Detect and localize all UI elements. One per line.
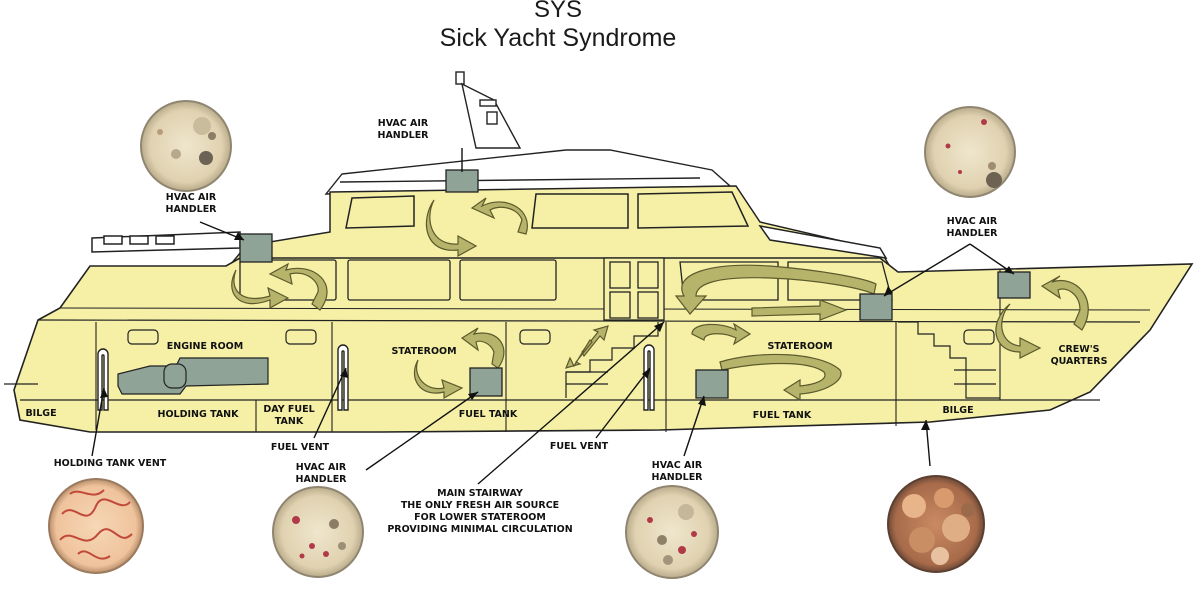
label-stateroom-2: STATEROOM [767, 341, 833, 352]
air-handler-icon [859, 293, 893, 321]
air-handler-icon [997, 271, 1031, 299]
label-fuel-vent-1: FUEL VENT [270, 442, 330, 453]
petri-dish-icon [924, 106, 1016, 198]
leader-lines [91, 148, 1015, 485]
label-hvac-lower-1: HVAC AIR HANDLER [295, 462, 347, 485]
air-handlers [239, 169, 1031, 399]
air-handler-icon [445, 169, 479, 193]
label-day-fuel-tank: DAY FUEL TANK [263, 404, 315, 427]
label-bilge-aft: BILGE [25, 408, 57, 419]
label-main-stairway: MAIN STAIRWAY THE ONLY FRESH AIR SOURCE … [387, 488, 573, 535]
label-hvac-lower-2: HVAC AIR HANDLER [651, 460, 703, 483]
label-hvac-right: HVAC AIR HANDLER [946, 216, 998, 239]
air-handler-icon [469, 367, 503, 397]
flybridge [324, 149, 732, 195]
label-holding-tank: HOLDING TANK [157, 409, 239, 420]
label-holding-tank-vent: HOLDING TANK VENT [53, 458, 167, 469]
petri-dish-icon [887, 475, 985, 573]
label-stateroom-1: STATEROOM [391, 346, 457, 357]
label-hvac-top: HVAC AIR HANDLER [377, 118, 429, 141]
label-crews-quarters: CREW'S QUARTERS [1050, 344, 1108, 367]
label-bilge-fwd: BILGE [942, 405, 974, 416]
radar-mast [455, 71, 522, 149]
circulation-arrows [231, 197, 1089, 402]
diagram-subtitle: Sick Yacht Syndrome [439, 24, 677, 52]
vent-pipes [97, 344, 655, 411]
petri-dish-icon [272, 486, 364, 578]
air-handler-icon [239, 233, 273, 263]
diagram-title: SYS [533, 0, 583, 23]
petri-dish-icon [48, 478, 144, 574]
petri-dish-icon [625, 485, 719, 579]
leader-arrowheads [100, 232, 1014, 430]
label-fuel-vent-2: FUEL VENT [549, 441, 609, 452]
superstructure [91, 185, 894, 271]
engine [117, 357, 269, 395]
main-stairway [565, 321, 1000, 399]
label-engine-room: ENGINE ROOM [166, 341, 244, 352]
portholes [127, 329, 995, 345]
label-fuel-tank-1: FUEL TANK [458, 409, 518, 420]
air-handler-icon [695, 369, 729, 399]
label-hvac-left: HVAC AIR HANDLER [165, 192, 217, 215]
petri-dish-icon [140, 100, 232, 192]
label-fuel-tank-2: FUEL TANK [752, 410, 812, 421]
